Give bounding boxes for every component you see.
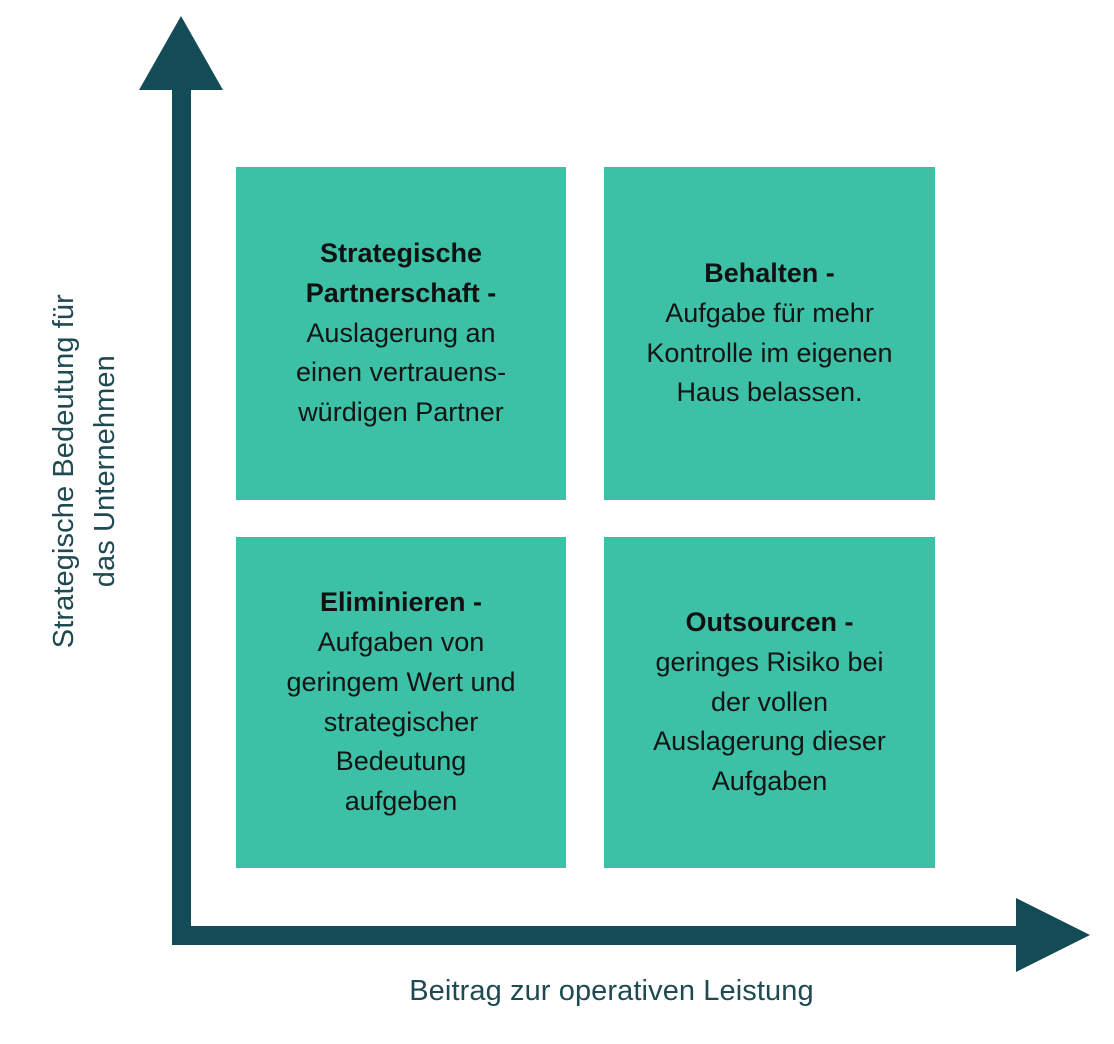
quadrant-body: geringes Risiko bei der vollen Auslageru… (653, 646, 886, 797)
quadrant-outsourcen[interactable]: Outsourcen - geringes Risiko bei der vol… (604, 537, 935, 868)
arrow-right-icon (1016, 898, 1090, 972)
quadrant-behalten[interactable]: Behalten - Aufgabe für mehr Kontrolle im… (604, 167, 935, 500)
quadrant-body: Aufgabe für mehr Kontrolle im eigenen Ha… (646, 297, 893, 408)
x-axis-label: Beitrag zur operativen Leistung (409, 975, 814, 1007)
y-axis-label: Strategische Bedeutung für das Unternehm… (47, 294, 121, 649)
quadrant-body: Auslagerung an einen vertrauens- würdige… (295, 317, 507, 428)
arrow-up-icon (139, 16, 223, 90)
x-axis-line (172, 926, 1032, 945)
quadrant-eliminieren[interactable]: Eliminieren - Aufgaben von geringem Wert… (236, 537, 566, 868)
quadrant-body: Aufgaben von geringem Wert und strategis… (286, 627, 516, 816)
quadrant-strategische-partnerschaft[interactable]: Strategische Partnerschaft - Auslagerung… (236, 167, 566, 500)
quadrant-heading: Behalten - (704, 258, 835, 289)
quadrant-heading: Outsourcen - (685, 607, 854, 638)
quadrant-heading: Strategische Partnerschaft - (305, 238, 497, 308)
quadrant-heading: Eliminieren - (319, 587, 483, 618)
y-axis-line (172, 80, 191, 945)
